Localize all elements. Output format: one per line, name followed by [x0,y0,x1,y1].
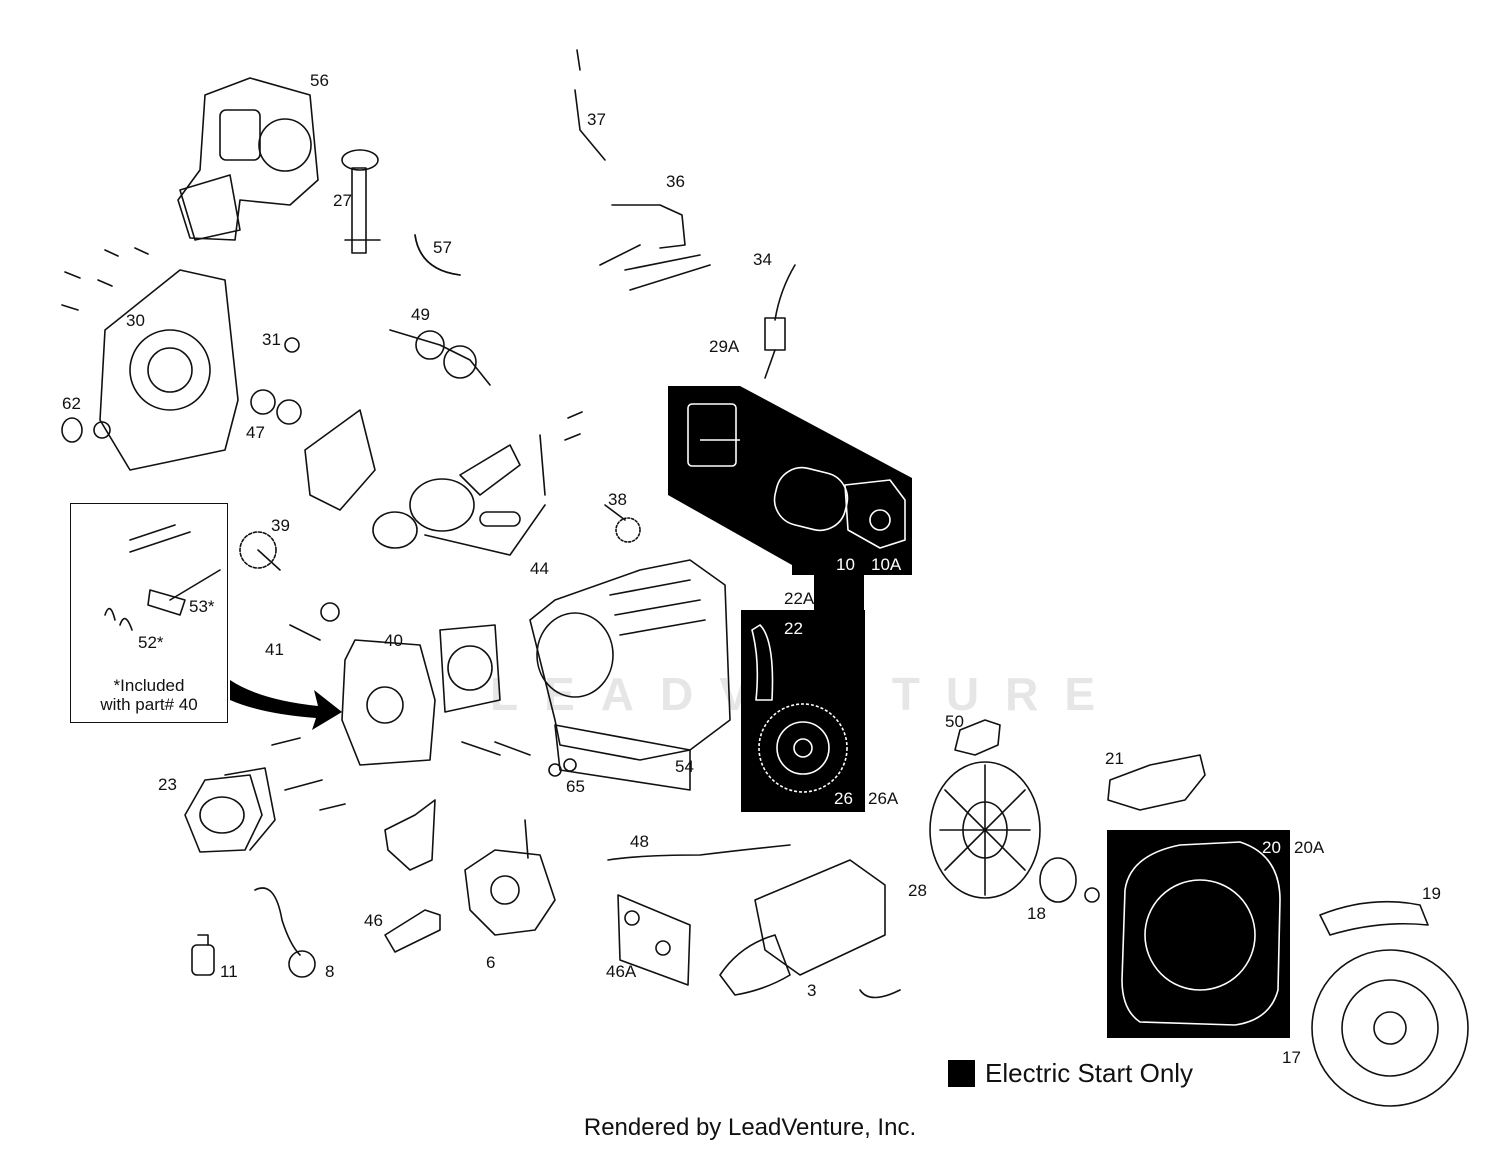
callout-10: 10 [836,555,855,574]
callout-40: 40 [384,631,403,650]
callout-20: 20 [1262,838,1281,857]
piston-assembly-part [372,434,546,556]
note-line-2: with part# 40 [100,695,198,714]
crankshaft-part [389,329,491,386]
drain-plug-part [284,337,300,353]
head-gasket-part [439,624,501,713]
carburetor-bracket-part [384,909,441,953]
callout-49: 49 [411,305,430,324]
dipstick-part [341,149,381,254]
legend-label: Electric Start Only [985,1057,1194,1088]
electric-start-panel-shroud: 20 [1107,830,1290,1038]
callout-54: 54 [675,757,694,776]
callout-57: 57 [433,238,452,257]
wire-harness-part [607,844,791,861]
crankcase-gasket-part [304,409,376,511]
callout-56: 56 [310,71,329,90]
legend: Electric Start Only [948,1058,1193,1088]
callout-41: 41 [265,640,284,659]
heat-shield-part [1107,754,1206,811]
callout-20A: 20A [1294,838,1325,857]
note-text: *Included with part# 40 [71,676,227,714]
callout-29A: 29A [709,337,740,356]
muffler-part [719,859,901,999]
gasket-set-part [177,77,319,241]
callout-6: 6 [486,953,495,972]
starter-pulley-part [1039,857,1100,903]
valve-train-part [104,524,221,631]
choke-rod-part [574,49,606,161]
callout-8: 8 [325,962,334,981]
callout-44: 44 [530,559,549,578]
callout-26: 26 [834,789,853,808]
callout-18: 18 [1027,904,1046,923]
recoil-starter-part [1311,900,1469,1107]
callout-10A: 10A [871,555,902,574]
carburetor-part [464,819,556,936]
callout-46A: 46A [606,962,637,981]
rendered-by-footer: Rendered by LeadVenture, Inc. [583,1114,917,1141]
callout-27: 27 [333,191,352,210]
callout-30: 30 [126,311,145,330]
spark-plug-part [289,602,340,641]
callout-38: 38 [608,490,627,509]
electric-start-panel-starter: 10 10A [668,386,912,610]
governor-linkage-part [599,204,711,291]
callout-46: 46 [364,911,383,930]
callout-26A: 26A [868,789,899,808]
primer-bulb-part [254,887,316,978]
note-line-1: *Included [113,676,185,695]
callout-31: 31 [262,330,281,349]
callout-53: 53* [189,597,215,616]
breather-hose-part [414,234,461,276]
callout-47: 47 [246,423,265,442]
included-parts-note-box: *Included with part# 40 [70,503,228,723]
governor-gear-part [604,504,641,543]
callout-52: 52* [138,633,164,652]
callout-21: 21 [1105,749,1124,768]
callout-62: 62 [62,394,81,413]
crankcase-cover-part [93,269,239,471]
flywheel-ring-gear-part [751,624,848,793]
callout-17: 17 [1282,1048,1301,1067]
callout-22: 22 [784,619,803,638]
electric-start-panel-flywheel: 22 26 [741,610,865,812]
blower-housing-part [1121,841,1281,1026]
callout-11: 11 [220,962,238,981]
cylinder-head-part [341,639,436,766]
callout-36: 36 [666,172,685,191]
callout-39: 39 [271,516,290,535]
engine-block-part [529,559,731,791]
muffler-bracket-part [617,894,691,986]
callout-28: 28 [908,881,927,900]
flywheel-fan-part [929,761,1041,899]
legend-swatch [948,1059,975,1087]
oil-plug-part [61,417,83,443]
callout-labels: 56 37 36 27 57 34 29A 30 31 49 62 47 38 … [62,71,1441,1067]
callout-22A: 22A [784,589,815,608]
callout-50: 50 [945,712,964,731]
fuel-valve-part [191,934,215,976]
bracket-part [954,719,1001,756]
callout-19: 19 [1422,884,1441,903]
camshaft-part [239,531,281,571]
callout-37: 37 [587,110,606,129]
callout-23: 23 [158,775,177,794]
bearing-part [250,389,302,425]
ignition-coil-part [764,264,796,379]
fastener-group [61,247,583,811]
intake-bracket-part [384,799,436,871]
nut-part [548,758,577,777]
callout-34: 34 [753,250,772,269]
note-arrow [230,680,342,730]
valve-cover-part [184,767,276,853]
callout-3: 3 [807,981,816,1000]
callout-65: 65 [566,777,585,796]
callout-48: 48 [630,832,649,851]
starter-motor-part [687,403,906,549]
